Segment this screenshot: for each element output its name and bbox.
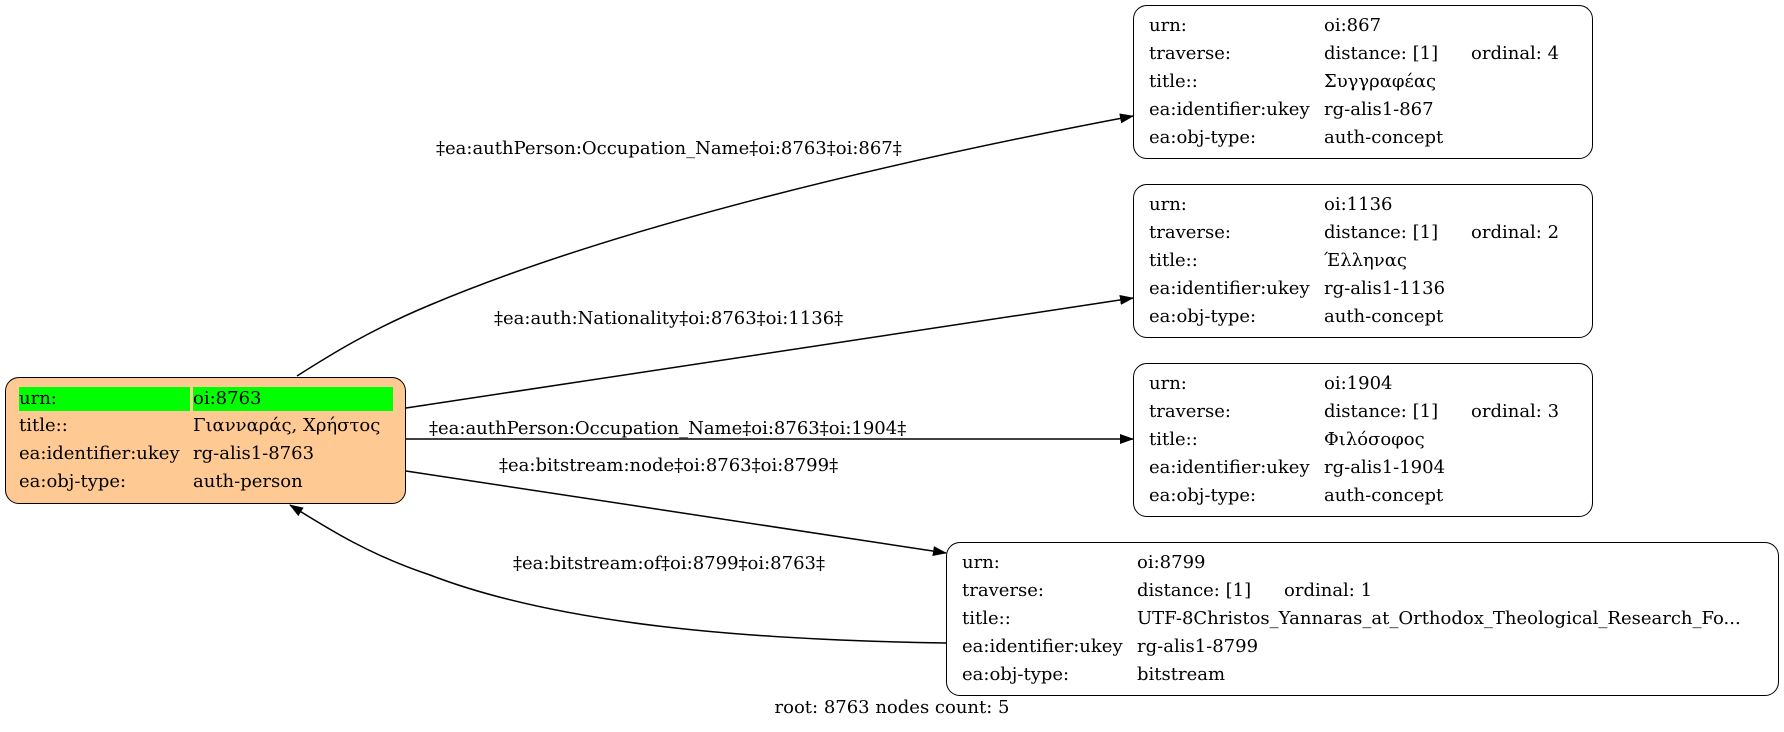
node-1136-traverse-key: traverse:	[1149, 222, 1231, 243]
root-row-urn: urn: oi:8763	[19, 387, 399, 411]
node-1904-urn-value: oi:1904	[1324, 373, 1393, 394]
edge-label-occupation-1904: ‡ea:authPerson:Occupation_Name‡oi:8763‡o…	[429, 418, 907, 439]
edge-bitstream-of-8763	[289, 504, 947, 644]
node-1136[interactable]: urn: oi:1136 traverse: distance: [1] ord…	[1133, 184, 1593, 338]
edge-occupation-867	[296, 113, 1134, 377]
root-objtype-key: ea:obj-type:	[19, 471, 127, 492]
node-8799-urn-value: oi:8799	[1137, 552, 1206, 573]
edge-label-occupation-867: ‡ea:authPerson:Occupation_Name‡oi:8763‡o…	[436, 138, 902, 159]
node-867[interactable]: urn: oi:867 traverse: distance: [1] ordi…	[1133, 5, 1593, 159]
node-8799[interactable]: urn: oi:8799 traverse: distance: [1] ord…	[946, 542, 1779, 696]
root-objtype-value: auth-person	[193, 471, 303, 492]
node-1136-title-value: Έλληνας	[1324, 250, 1407, 271]
root-row-title: title:: Γιανναράς, Χρήστος	[19, 414, 399, 438]
node-8799-objtype-key: ea:obj-type:	[962, 664, 1070, 685]
node-867-ukey-value: rg-alis1-867	[1324, 99, 1434, 120]
node-867-distance: distance: [1]	[1324, 43, 1439, 64]
node-8799-title-key: title::	[962, 608, 1011, 629]
node-1136-distance: distance: [1]	[1324, 222, 1439, 243]
node-1904-title-value: Φιλόσοφος	[1324, 429, 1425, 450]
node-867-ordinal: ordinal: 4	[1471, 43, 1560, 64]
node-1136-urn-value: oi:1136	[1324, 194, 1393, 215]
node-1904[interactable]: urn: oi:1904 traverse: distance: [1] ord…	[1133, 363, 1593, 517]
node-8799-distance: distance: [1]	[1137, 580, 1252, 601]
node-1904-traverse-key: traverse:	[1149, 401, 1231, 422]
node-1136-objtype-key: ea:obj-type:	[1149, 306, 1257, 327]
node-1904-objtype-key: ea:obj-type:	[1149, 485, 1257, 506]
root-title-key: title::	[19, 415, 68, 436]
edge-label-bitstream-of: ‡ea:bitstream:of‡oi:8799‡oi:8763‡	[513, 553, 825, 574]
edge-bitstream-node-8799	[405, 470, 947, 556]
node-1904-urn-key: urn:	[1149, 373, 1187, 394]
root-row-ukey: ea:identifier:ukey rg-alis1-8763	[19, 442, 399, 466]
node-8799-objtype-value: bitstream	[1137, 664, 1226, 685]
node-867-objtype-value: auth-concept	[1324, 127, 1444, 148]
root-title-value: Γιανναράς, Χρήστος	[193, 415, 381, 436]
root-ukey-key: ea:identifier:ukey	[19, 443, 180, 464]
node-867-objtype-key: ea:obj-type:	[1149, 127, 1257, 148]
node-867-ukey-key: ea:identifier:ukey	[1149, 99, 1310, 120]
root-urn-value: oi:8763	[193, 387, 393, 411]
root-ukey-value: rg-alis1-8763	[193, 443, 315, 464]
node-1136-ordinal: ordinal: 2	[1471, 222, 1560, 243]
node-8799-urn-key: urn:	[962, 552, 1000, 573]
node-867-urn-key: urn:	[1149, 15, 1187, 36]
node-1136-ukey-key: ea:identifier:ukey	[1149, 278, 1310, 299]
edge-label-nationality-1136: ‡ea:auth:Nationality‡oi:8763‡oi:1136‡	[494, 308, 844, 329]
node-1904-title-key: title::	[1149, 429, 1198, 450]
node-8799-ukey-key: ea:identifier:ukey	[962, 636, 1123, 657]
node-867-traverse-key: traverse:	[1149, 43, 1231, 64]
node-8799-traverse-key: traverse:	[962, 580, 1044, 601]
graph-footer: root: 8763 nodes count: 5	[774, 697, 1010, 718]
node-867-urn-value: oi:867	[1324, 15, 1382, 36]
node-1136-ukey-value: rg-alis1-1136	[1324, 278, 1446, 299]
node-1136-objtype-value: auth-concept	[1324, 306, 1444, 327]
node-867-title-key: title::	[1149, 71, 1198, 92]
node-1904-distance: distance: [1]	[1324, 401, 1439, 422]
node-1136-title-key: title::	[1149, 250, 1198, 271]
root-urn-key: urn:	[19, 387, 190, 411]
node-1136-urn-key: urn:	[1149, 194, 1187, 215]
node-867-title-value: Συγγραφέας	[1324, 71, 1437, 92]
edge-nationality-1136	[405, 295, 1134, 409]
node-1904-ukey-value: rg-alis1-1904	[1324, 457, 1446, 478]
node-1904-objtype-value: auth-concept	[1324, 485, 1444, 506]
node-8799-ordinal: ordinal: 1	[1284, 580, 1373, 601]
node-1904-ordinal: ordinal: 3	[1471, 401, 1560, 422]
node-8799-title-value: UTF-8Christos_Yannaras_at_Orthodox_Theol…	[1137, 608, 1741, 629]
root-node[interactable]: urn: oi:8763 title:: Γιανναράς, Χρήστος …	[5, 377, 406, 504]
edge-label-bitstream-node: ‡ea:bitstream:node‡oi:8763‡oi:8799‡	[499, 455, 839, 476]
root-row-objtype: ea:obj-type: auth-person	[19, 470, 399, 494]
node-8799-ukey-value: rg-alis1-8799	[1137, 636, 1259, 657]
node-1904-ukey-key: ea:identifier:ukey	[1149, 457, 1310, 478]
